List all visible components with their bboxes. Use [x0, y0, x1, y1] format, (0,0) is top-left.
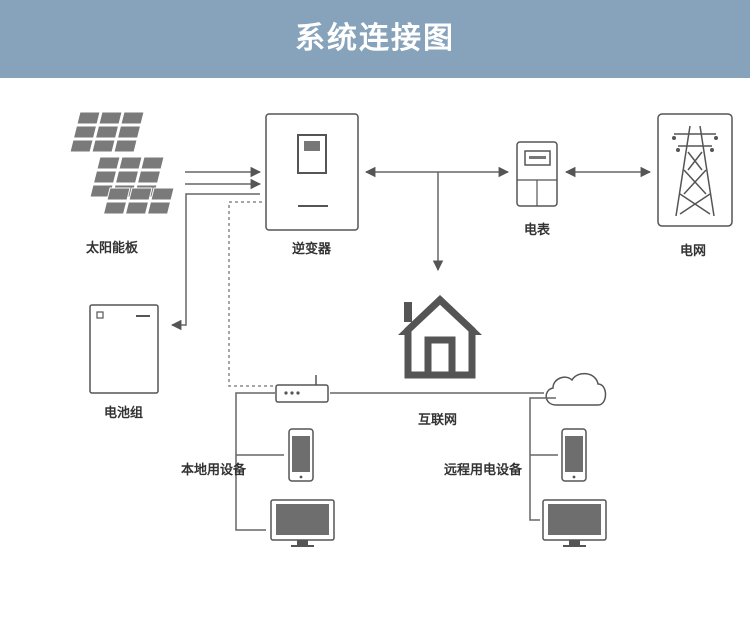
phone-icon — [288, 428, 314, 482]
remote-phone-icon — [561, 428, 587, 482]
battery-icon — [89, 304, 159, 394]
inverter-icon — [265, 113, 359, 231]
house-icon — [398, 295, 482, 379]
header-bar: 系统连接图 — [0, 0, 750, 78]
cloud-icon — [545, 372, 607, 406]
router-icon — [275, 375, 329, 403]
meter-label: 电表 — [524, 223, 551, 238]
meter-icon — [516, 141, 558, 207]
remote-devices-label: 远程用电设备 — [444, 463, 523, 478]
remote-monitor-icon — [542, 499, 607, 547]
monitor-icon — [270, 499, 335, 547]
solar-panel-label: 太阳能板 — [86, 241, 139, 256]
local-devices-label: 本地用设备 — [181, 463, 247, 478]
connection-lines — [170, 166, 652, 531]
solar-panel-icon — [69, 111, 175, 215]
battery-label: 电池组 — [104, 406, 144, 421]
power-tower-icon — [657, 113, 733, 227]
inverter-label: 逆变器 — [292, 242, 332, 257]
grid-label: 电网 — [680, 244, 707, 259]
internet-label: 互联网 — [418, 413, 458, 428]
page-title: 系统连接图 — [295, 21, 455, 56]
